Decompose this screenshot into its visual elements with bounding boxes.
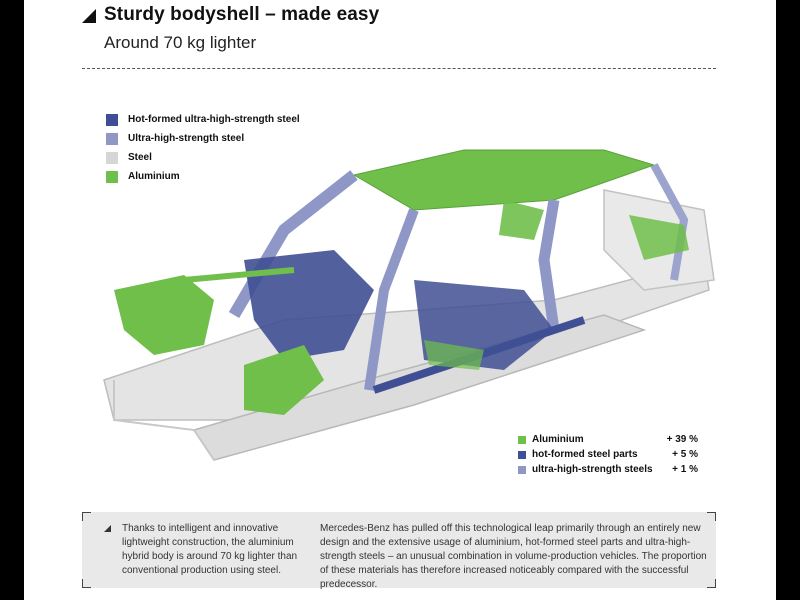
title-row: Sturdy bodyshell – made easy [82,4,379,26]
corner-mark [707,512,716,521]
legend-swatch [106,151,118,164]
material-stats: Aluminium + 39 % hot-formed steel parts … [518,432,698,477]
stat-row-uhss: ultra-high-strength steels + 1 % [518,462,698,477]
divider [82,68,716,69]
legend-label: Aluminium [128,171,180,182]
info-summary: Thanks to intelligent and innovative lig… [122,523,298,576]
corner-mark [707,579,716,588]
legend-label: Hot-formed ultra-high-strength steel [128,114,300,125]
stat-label: ultra-high-strength steels [532,464,653,475]
stat-value: + 1 % [672,464,698,475]
corner-mark [82,579,91,588]
triangle-icon [104,525,111,532]
legend-item-hot-formed: Hot-formed ultra-high-strength steel [106,110,300,129]
stat-row-aluminium: Aluminium + 39 % [518,432,698,447]
legend-label: Ultra-high-strength steel [128,133,245,144]
legend: Hot-formed ultra-high-strength steel Ult… [106,110,300,186]
stat-swatch [518,450,526,459]
stat-swatch [518,465,526,474]
stat-swatch [518,435,526,444]
legend-item-aluminium: Aluminium [106,167,300,186]
legend-item-steel: Steel [106,148,300,167]
page-subtitle: Around 70 kg lighter [104,33,257,52]
info-box: Thanks to intelligent and innovative lig… [82,512,716,590]
legend-label: Steel [128,152,152,163]
triangle-icon [82,9,96,23]
stat-value: + 5 % [672,449,698,460]
corner-mark [82,512,91,521]
stat-row-hot-formed: hot-formed steel parts + 5 % [518,447,698,462]
stat-label: Aluminium [532,434,584,445]
legend-swatch [106,132,118,145]
stat-label: hot-formed steel parts [532,449,638,460]
legend-swatch [106,170,118,183]
legend-swatch [106,113,118,126]
car-bodyshell-illustration [103,149,715,461]
legend-item-uhss: Ultra-high-strength steel [106,129,300,148]
page-title: Sturdy bodyshell – made easy [104,4,380,25]
stat-value: + 39 % [666,434,698,445]
page: Sturdy bodyshell – made easy Around 70 k… [24,0,776,600]
info-details: Mercedes-Benz has pulled off this techno… [320,523,707,590]
